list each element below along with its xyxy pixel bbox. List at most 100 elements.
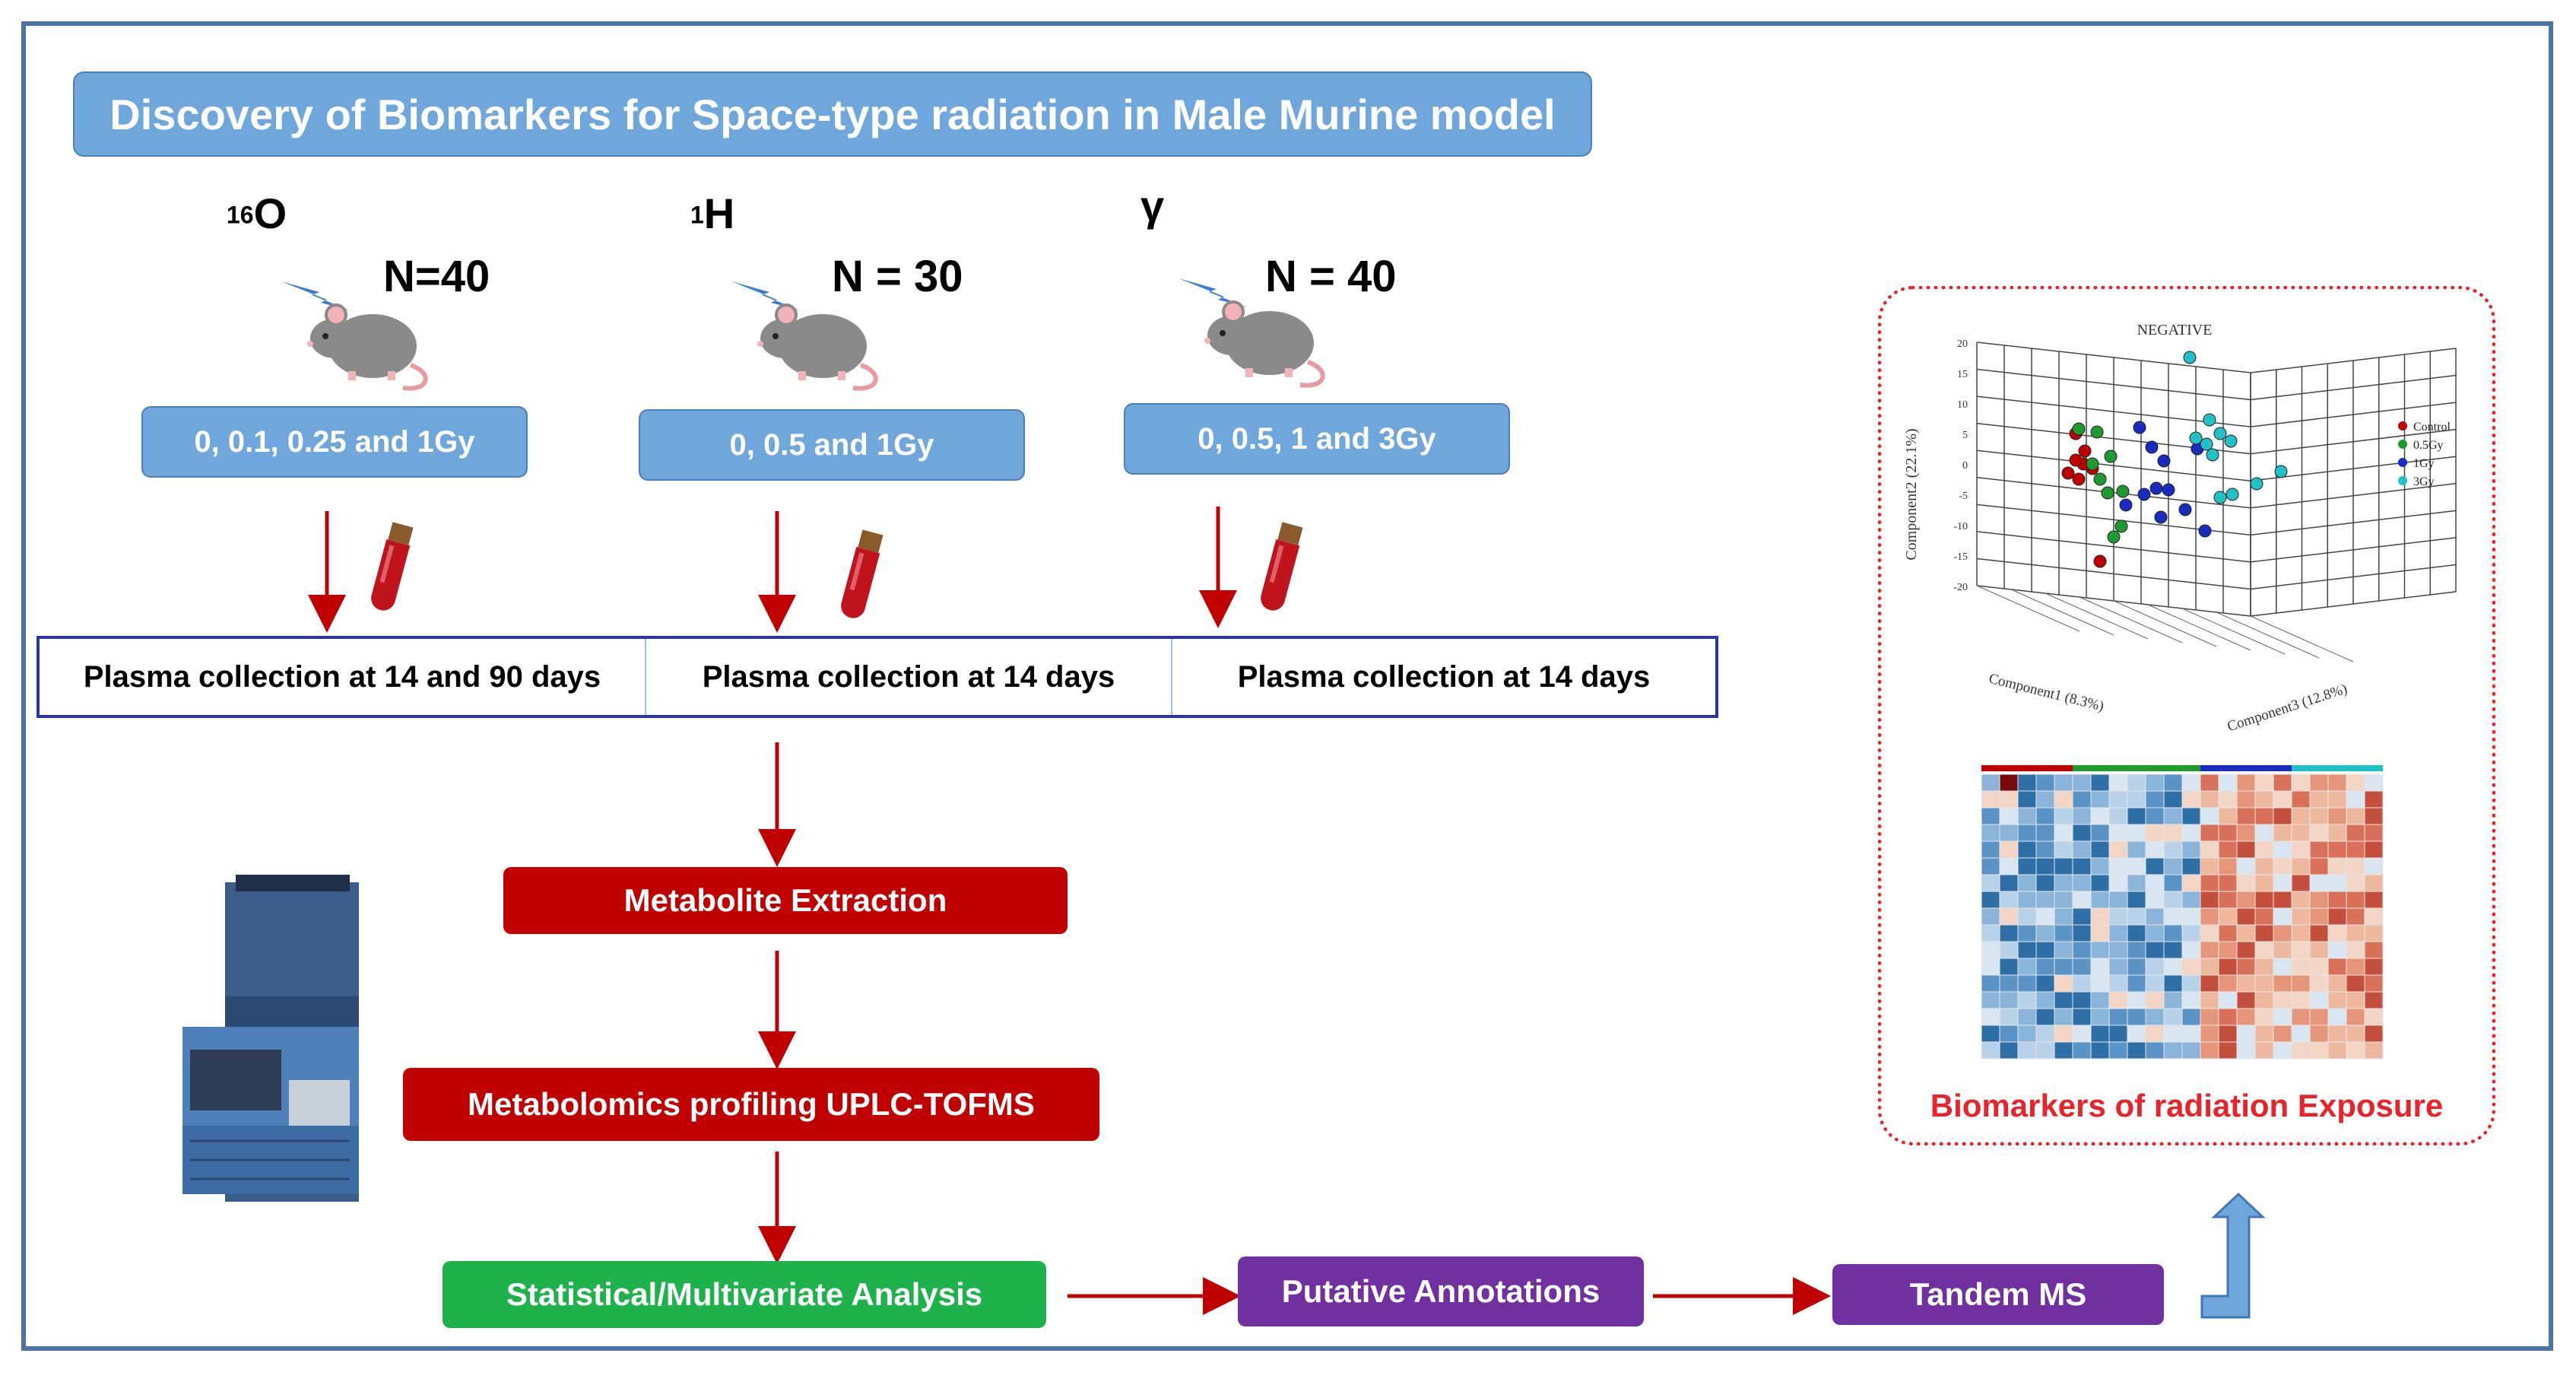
- pca-point: [2093, 472, 2107, 486]
- heatmap-group-bar: [1981, 765, 2383, 771]
- heatmap-cell: [2072, 774, 2092, 792]
- heatmap-cell: [2127, 1025, 2146, 1043]
- pca-point: [2189, 431, 2203, 445]
- heatmap-cell: [2364, 974, 2384, 993]
- heatmap-cell: [2090, 907, 2110, 926]
- heatmap-cell: [2364, 840, 2384, 859]
- heatmap-cell: [2108, 1008, 2128, 1026]
- heatmap-cell: [2145, 974, 2165, 993]
- heatmap-cell: [2309, 958, 2329, 976]
- heatmap-cell: [2364, 991, 2384, 1009]
- heatmap-cell: [2127, 857, 2146, 875]
- heatmap-cell: [2254, 1008, 2274, 1026]
- heatmap-cell: [2090, 958, 2110, 976]
- heatmap-group-swatch: [2018, 765, 2036, 771]
- heatmap-cell: [2072, 941, 2092, 959]
- pca-point: [2116, 484, 2130, 498]
- heatmap-group-swatch: [2346, 765, 2365, 771]
- heatmap-cell: [2181, 1025, 2201, 1043]
- heatmap-cell: [2035, 941, 2055, 959]
- heatmap-cell: [2327, 941, 2347, 959]
- heatmap-cell: [2127, 774, 2146, 792]
- heatmap-cell: [2364, 958, 2384, 976]
- pca-point: [2119, 498, 2133, 512]
- heatmap-cell: [2054, 824, 2073, 842]
- heatmap-cell: [2236, 891, 2256, 909]
- heatmap-cell: [2035, 974, 2055, 993]
- step-metabolomics-profiling: Metabolomics profiling UPLC-TOFMS: [403, 1068, 1099, 1141]
- pca-y-tick: -10: [1953, 521, 1968, 532]
- heatmap-cell: [1999, 774, 2019, 792]
- heatmap-cell: [2327, 1041, 2347, 1060]
- heatmap-cell: [2309, 790, 2329, 809]
- heatmap-cell: [2145, 1025, 2165, 1043]
- heatmap-cell: [2309, 924, 2329, 942]
- heatmap-cell: [2108, 824, 2128, 842]
- heatmap-cell: [2181, 824, 2201, 842]
- heatmap-cell: [2072, 958, 2092, 976]
- heatmap-cell: [2054, 924, 2073, 942]
- heatmap-cell: [2346, 790, 2365, 809]
- heatmap-cell: [1999, 958, 2019, 976]
- heatmap-cell: [2218, 774, 2238, 792]
- heatmap-cell: [2108, 958, 2128, 976]
- heatmap-cell: [2218, 941, 2238, 959]
- step-statistical-analysis: Statistical/Multivariate Analysis: [443, 1261, 1046, 1328]
- heatmap-cell: [2273, 924, 2292, 942]
- heatmap-cell: [1999, 824, 2019, 842]
- dose-box-gamma: 0, 0.5, 1 and 3Gy: [1124, 403, 1510, 475]
- pca-point: [2178, 503, 2192, 516]
- heatmap-cell: [2218, 840, 2238, 859]
- heatmap-cells: [1981, 774, 2384, 1060]
- heatmap-cell: [2145, 840, 2165, 859]
- pca-axis-x-label: Component1 (8.3%): [1988, 671, 2106, 715]
- heatmap-cell: [2236, 924, 2256, 942]
- heatmap-cell: [2090, 824, 2110, 842]
- heatmap-cell: [2309, 874, 2329, 892]
- plasma-collection-table: Plasma collection at 14 and 90 days Plas…: [36, 636, 1718, 718]
- heatmap-cell: [2236, 874, 2256, 892]
- heatmap-cell: [2200, 790, 2219, 809]
- heatmap-cell: [2163, 924, 2183, 942]
- heatmap-cell: [2346, 840, 2365, 859]
- heatmap-cell: [2273, 891, 2292, 909]
- heatmap-cell: [2145, 790, 2165, 809]
- heatmap-cell: [2163, 974, 2183, 993]
- heatmap-cell: [2017, 824, 2037, 842]
- heatmap-cell: [2090, 891, 2110, 909]
- heatmap-cell: [2017, 924, 2037, 942]
- heatmap-cell: [2309, 941, 2329, 959]
- heatmap-cell: [1981, 974, 2000, 993]
- heatmap-cell: [2181, 790, 2201, 809]
- heatmap-cell: [2127, 790, 2146, 809]
- heatmap-cell: [2017, 907, 2037, 926]
- heatmap-cell: [2218, 958, 2238, 976]
- pca-point: [2213, 427, 2227, 440]
- heatmap-cell: [2364, 924, 2384, 942]
- heatmap-cell: [2346, 941, 2365, 959]
- pca-point: [2213, 491, 2227, 504]
- heatmap-cell: [2200, 824, 2219, 842]
- heatmap-cell: [2346, 1041, 2365, 1060]
- heatmap-cell: [2090, 774, 2110, 792]
- heatmap-cell: [2327, 790, 2347, 809]
- heatmap-group-swatch: [2182, 765, 2200, 771]
- heatmap-cell: [2017, 807, 2037, 825]
- heatmap-cell: [2364, 790, 2384, 809]
- heatmap-cell: [2309, 824, 2329, 842]
- heatmap-group-swatch: [2054, 765, 2073, 771]
- heatmap-group-swatch: [2200, 765, 2219, 771]
- heatmap-cell: [2273, 774, 2292, 792]
- heatmap-cell: [2035, 790, 2055, 809]
- heatmap-cell: [2145, 941, 2165, 959]
- heatmap-cell: [2035, 874, 2055, 892]
- isotope-label-gamma: γ: [1140, 182, 1165, 230]
- heatmap-cell: [2090, 790, 2110, 809]
- heatmap-cell: [1999, 840, 2019, 859]
- pca-point: [2206, 448, 2219, 462]
- heatmap-cell: [2200, 958, 2219, 976]
- heatmap-cell: [2273, 991, 2292, 1009]
- heatmap-group-swatch: [2365, 765, 2383, 771]
- heatmap-cell: [2218, 924, 2238, 942]
